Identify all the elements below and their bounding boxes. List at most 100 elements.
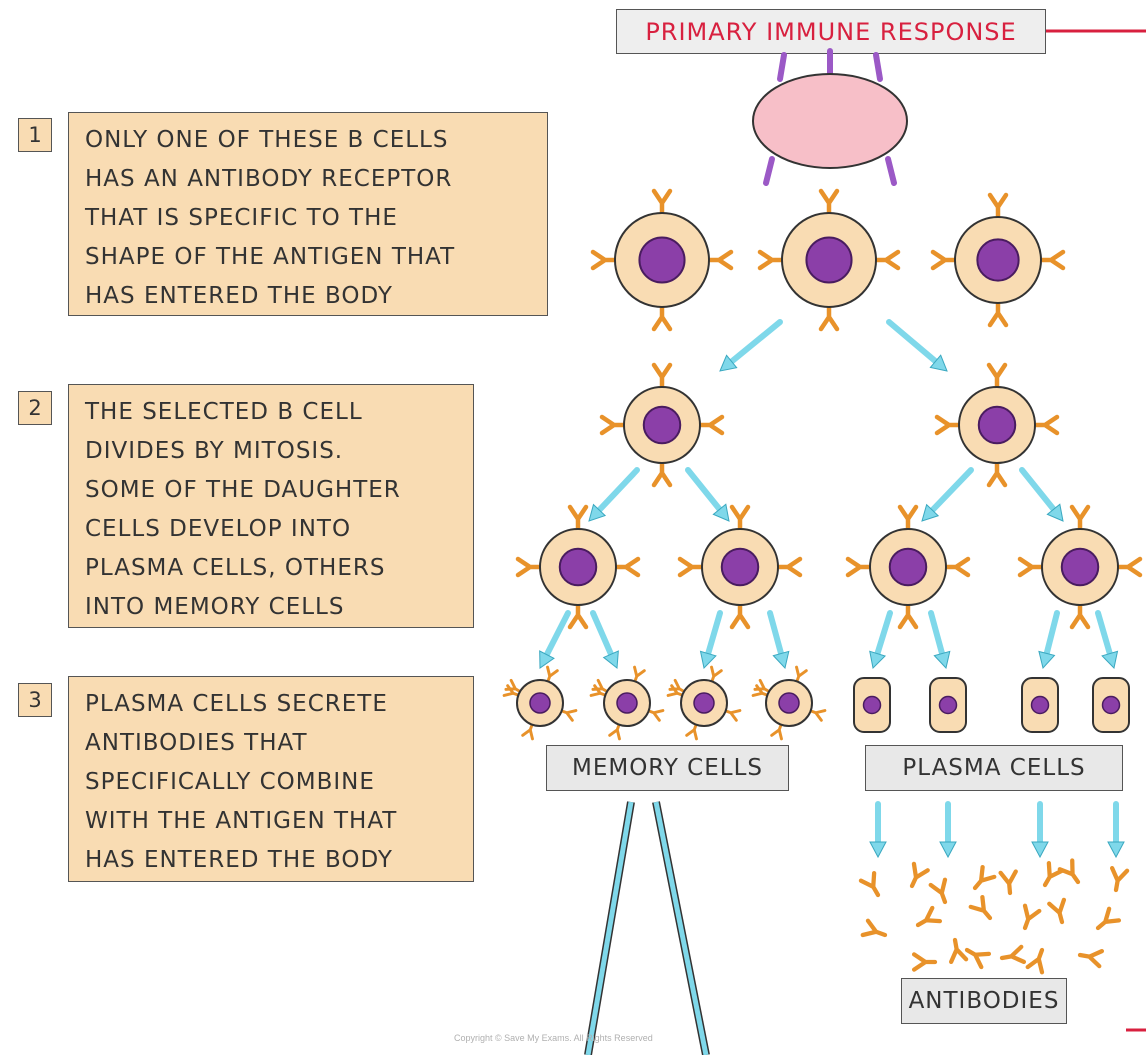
antigen-spike (777, 52, 787, 82)
arrow (886, 319, 948, 372)
arrow-head (1038, 650, 1056, 670)
arrow (921, 467, 974, 522)
antibody (1110, 865, 1130, 893)
daughter-b-cell (515, 504, 641, 630)
arrow-shaft (543, 610, 571, 658)
nucleus (720, 547, 760, 587)
receptor-shape (911, 952, 938, 972)
antibody (1095, 906, 1122, 931)
arrow-shaft (929, 467, 974, 514)
nucleus (976, 238, 1020, 282)
arrow-head (539, 650, 555, 669)
arrow (869, 801, 887, 859)
plasma-cell (1092, 677, 1130, 733)
antibody (1047, 897, 1067, 925)
nucleus (977, 405, 1017, 445)
arrow (719, 319, 783, 372)
receptor (706, 249, 734, 271)
arrow-head (588, 503, 607, 522)
receptor-shape (599, 414, 627, 436)
receptor-shape (757, 249, 785, 271)
arrow (588, 467, 640, 522)
step-1-line: ONLY ONE OF THESE B CELLS (85, 127, 449, 153)
nucleus (805, 236, 853, 284)
receptor-shape (873, 249, 901, 271)
step-1-number: 1 (18, 118, 52, 152)
receptor (943, 556, 971, 578)
receptor (818, 304, 840, 332)
receptor (1032, 414, 1060, 436)
antigen-spike (873, 52, 883, 82)
receptor-shape (1038, 249, 1066, 271)
arrow-shaft (596, 467, 640, 514)
receptor-shape (706, 249, 734, 271)
arrow-head (1031, 841, 1049, 859)
receptor-shape (964, 947, 992, 970)
nucleus (862, 695, 882, 715)
connector-layer (584, 29, 1146, 1055)
step-1-line: HAS AN ANTIBODY RECEPTOR (85, 166, 453, 192)
receptor-shape (949, 937, 969, 965)
receptor-shape (909, 861, 930, 889)
step-3-line: ANTIBODIES THAT (85, 730, 308, 756)
antigen-spike (763, 156, 775, 186)
arrow-head (1101, 650, 1119, 670)
nucleus (778, 692, 800, 714)
receptor-shape (972, 864, 997, 891)
arrow-shaft (728, 319, 783, 365)
antibody (999, 944, 1027, 964)
receptor-shape (1077, 949, 1105, 969)
receptor (934, 414, 962, 436)
receptor-shape (697, 414, 725, 436)
receptor-shape (1017, 556, 1045, 578)
receptor-shape (987, 300, 1009, 328)
receptor-shape (567, 602, 589, 630)
receptor-shape (858, 870, 881, 898)
step-1-line: SHAPE OF THE ANTIGEN THAT (85, 244, 456, 270)
receptor-shape (1095, 906, 1122, 931)
receptor-shape (897, 602, 919, 630)
receptor (873, 249, 901, 271)
arrow (590, 610, 619, 669)
antibody (998, 869, 1018, 896)
receptor-shape (567, 504, 589, 532)
receptor-shape (928, 877, 948, 905)
arrow-head (869, 841, 887, 859)
receptor-shape (897, 504, 919, 532)
step-1-line: HAS ENTERED THE BODY (85, 283, 393, 309)
antibody (909, 861, 930, 889)
receptor (1017, 556, 1045, 578)
arrow (767, 610, 790, 670)
plasma-cell (1021, 677, 1059, 733)
b-cell (930, 192, 1066, 328)
arrow-shaft (928, 610, 946, 657)
receptor (599, 414, 627, 436)
arrow (1038, 610, 1060, 670)
receptor-shape (613, 556, 641, 578)
receptor-shape (915, 905, 943, 928)
nucleus (888, 547, 928, 587)
receptor (897, 504, 919, 532)
arrow-head (712, 503, 730, 522)
antibody (1022, 903, 1042, 931)
antibody (915, 905, 943, 928)
receptor-shape (677, 556, 705, 578)
step-3-line: SPECIFICALLY COMBINE (85, 769, 375, 795)
receptor-shape (729, 504, 751, 532)
receptor (845, 556, 873, 578)
receptor (986, 460, 1008, 488)
arrow-head (939, 841, 957, 859)
receptor-shape (729, 602, 751, 630)
arrow (928, 610, 951, 670)
plasma-cell (853, 677, 891, 733)
memory-cell (666, 665, 742, 741)
b-cell (590, 188, 734, 332)
receptor (1115, 556, 1143, 578)
antibody (949, 937, 969, 965)
arrow-shaft (1019, 467, 1057, 513)
antigen-body (752, 73, 908, 169)
receptor (613, 556, 641, 578)
step-1-text: ONLY ONE OF THESE B CELLS HAS AN ANTIBOD… (68, 112, 548, 316)
cells-layer (502, 48, 1143, 741)
